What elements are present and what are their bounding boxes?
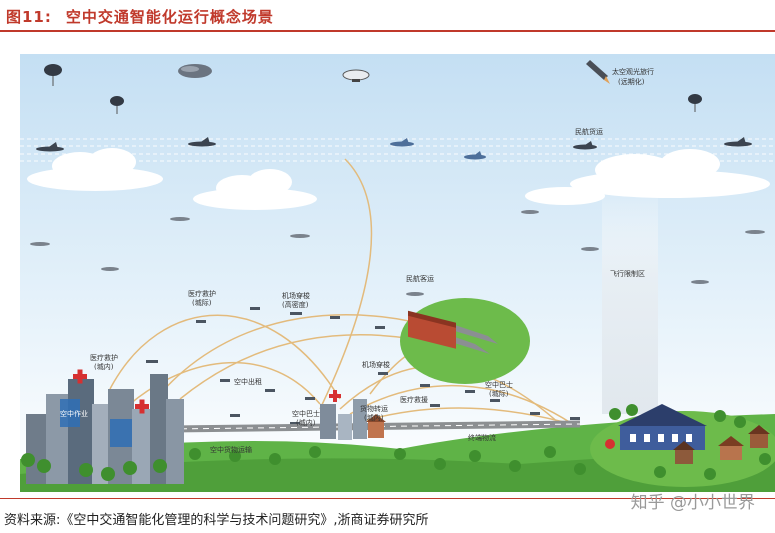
medical-cross-icon: [329, 390, 341, 402]
tree-row: [21, 404, 771, 481]
label-airport-shuttle-hd-note: (高密度): [282, 300, 309, 309]
figure-title: 图11: 空中交通智能化运行概念场景: [6, 6, 274, 27]
label-aerial-work: 空中作业: [60, 409, 88, 418]
label-space-tourism-note: (远期化): [618, 77, 645, 86]
concept-scene: 太空观光旅行 (远期化) 民航货运 飞行限制区 民航客运 医疗救护 (城际) 机…: [20, 54, 775, 492]
label-air-bus-intracity: 空中巴士: [292, 409, 320, 418]
label-medical-intracity-note: (城内): [94, 362, 114, 371]
airliner-icon: [464, 151, 486, 160]
figure-number: 图11:: [6, 8, 52, 26]
label-air-taxi: 空中出租: [234, 377, 262, 386]
balloon-icon: [44, 64, 62, 86]
light-aircraft-icon: [30, 210, 765, 296]
residential-area: [590, 404, 775, 487]
label-cargo-transfer: 货物转运: [360, 404, 388, 413]
label-no-fly-zone: 飞行限制区: [610, 269, 645, 278]
figure-title-text: 空中交通智能化运行概念场景: [65, 8, 274, 26]
bottom-rule: [0, 498, 775, 499]
label-air-bus-intercity-note: (城际): [489, 389, 509, 398]
label-medical-rescue: 医疗救援: [400, 395, 428, 404]
label-medical-intercity: 医疗救护: [188, 289, 216, 298]
source-note: 资料来源:《空中交通智能化管理的科学与技术问题研究》,浙商证券研究所: [4, 513, 429, 528]
medical-cross-icon: [135, 399, 149, 414]
label-civil-cargo: 民航货运: [575, 127, 603, 136]
airliner-icon: [188, 137, 216, 147]
cloud: [193, 169, 317, 210]
label-airport-shuttle: 机场穿梭: [362, 360, 390, 369]
watermark: 知乎 @小小世界: [630, 493, 755, 513]
no-fly-zone-column: [602, 184, 658, 414]
label-cargo-transfer-note: (城内): [364, 413, 384, 422]
balloon-icon: [688, 94, 702, 112]
cloud: [525, 149, 770, 205]
label-medical-intracity: 医疗救护: [90, 353, 118, 362]
road-markings: [169, 423, 581, 430]
label-air-cargo: 空中货物运输: [210, 445, 252, 454]
rocket-icon: [586, 60, 610, 84]
drone-icon: [146, 307, 580, 425]
airliner-icon: [390, 138, 414, 147]
label-civil-passenger: 民航客运: [406, 274, 434, 283]
cloud: [27, 148, 163, 191]
medical-cross-icon: [73, 369, 87, 384]
label-terminal-logistics: 终端物流: [468, 433, 496, 442]
airliner-icon: [573, 141, 597, 150]
airliner-icon: [724, 137, 752, 147]
label-medical-intercity-note: (城际): [192, 298, 212, 307]
airport-hill: [400, 298, 530, 384]
balloon-icon: [110, 96, 124, 114]
airliner-icon: [36, 142, 64, 152]
top-rule: [0, 30, 775, 32]
label-air-bus-intercity: 空中巴士: [485, 380, 513, 389]
town-center: [320, 390, 386, 440]
airship-icon: [342, 69, 370, 82]
scene-svg: 太空观光旅行 (远期化) 民航货运 飞行限制区 民航客运 医疗救护 (城际) 机…: [20, 54, 775, 492]
label-air-bus-intracity-note: (城内): [296, 418, 316, 427]
ground-shade: [20, 449, 775, 492]
blimp-icon: [178, 64, 212, 78]
label-airport-shuttle-hd: 机场穿梭: [282, 291, 310, 300]
figure-header: 图11: 空中交通智能化运行概念场景: [0, 0, 775, 30]
label-space-tourism: 太空观光旅行: [612, 67, 654, 76]
